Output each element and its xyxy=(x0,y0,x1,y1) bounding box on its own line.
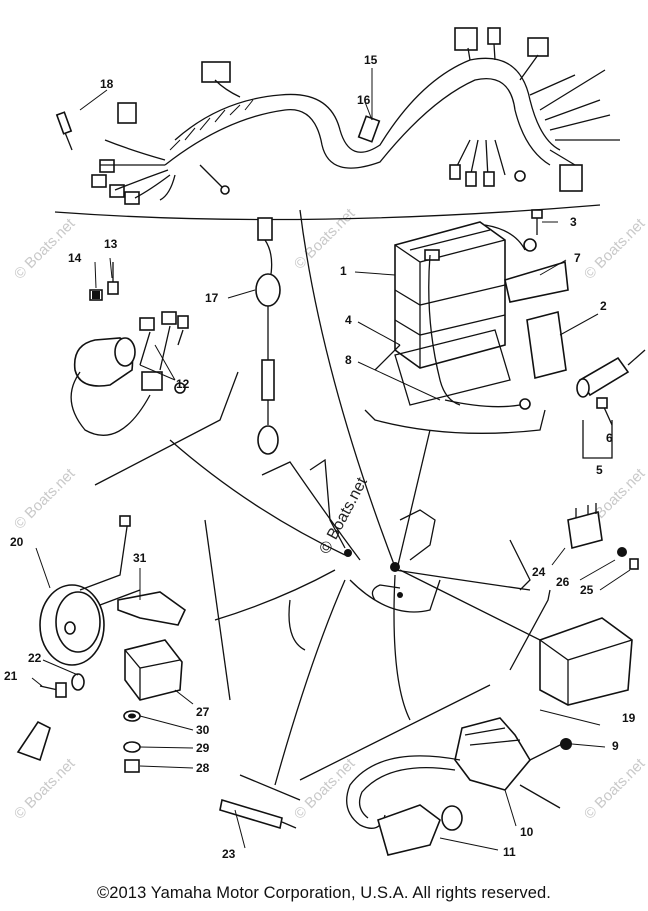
callout-22: 22 xyxy=(28,651,42,665)
callout-3: 3 xyxy=(570,215,577,229)
callout-10: 10 xyxy=(520,825,534,839)
callout-21: 21 xyxy=(4,669,18,683)
battery xyxy=(374,221,537,410)
callout-4: 4 xyxy=(345,313,352,327)
spark-plug-cap xyxy=(346,755,463,856)
watermark: © Boats.net xyxy=(581,755,648,823)
electrical-parts-diagram: © Boats.net © Boats.net © Boats.net © Bo… xyxy=(4,27,648,861)
callout-28: 28 xyxy=(196,761,210,775)
leader-lines xyxy=(94,209,551,801)
watermark: © Boats.net xyxy=(11,465,79,533)
noise-suppressor xyxy=(255,217,281,455)
horn-bracket xyxy=(117,591,187,626)
watermark: © Boats.net xyxy=(11,215,79,283)
callout-15: 15 xyxy=(364,53,378,67)
callout-26: 26 xyxy=(556,575,570,589)
callout-16: 16 xyxy=(357,93,371,107)
callout-7: 7 xyxy=(574,251,581,265)
fastener-stack xyxy=(123,710,141,773)
callout-13: 13 xyxy=(104,237,118,251)
bolt-21 xyxy=(39,682,67,698)
callout-18: 18 xyxy=(100,77,114,91)
nut-14 xyxy=(89,289,103,301)
callout-31: 31 xyxy=(133,551,147,565)
callout-11: 11 xyxy=(503,845,516,859)
bolt-3 xyxy=(531,209,543,235)
callout-8: 8 xyxy=(345,353,352,367)
callout-20: 20 xyxy=(10,535,24,549)
bolt-13 xyxy=(107,262,119,295)
starter-relay xyxy=(576,349,646,459)
washer-22 xyxy=(71,673,85,691)
callout-24: 24 xyxy=(532,565,546,579)
flasher-relay xyxy=(124,639,183,701)
wire-harness xyxy=(54,27,620,221)
bracket-lower-left xyxy=(16,720,51,762)
callout-14: 14 xyxy=(68,251,82,265)
main-switch xyxy=(70,311,189,436)
spark-plug-23 xyxy=(219,798,297,830)
cdi-unit xyxy=(539,617,633,706)
watermark: © Boats.net xyxy=(581,215,648,283)
ignition-coil xyxy=(454,717,572,809)
connector xyxy=(117,102,137,124)
horn xyxy=(39,515,141,666)
battery-band xyxy=(504,260,569,303)
callout-pointers xyxy=(31,68,631,851)
callout-6: 6 xyxy=(606,431,613,445)
rectifier-24 xyxy=(567,503,603,550)
callout-labels: 18 15 16 3 1 7 2 4 8 6 5 13 14 17 12 20 … xyxy=(4,53,636,861)
watermark: © Boats.net xyxy=(11,755,79,823)
callout-1: 1 xyxy=(340,264,347,278)
callout-17: 17 xyxy=(205,291,219,305)
fuse-holder xyxy=(357,115,381,143)
wire-lead-18 xyxy=(55,111,73,151)
callout-29: 29 xyxy=(196,741,210,755)
connector xyxy=(201,61,231,83)
battery-cover xyxy=(526,311,567,379)
callout-30: 30 xyxy=(196,723,210,737)
callout-5: 5 xyxy=(596,463,603,477)
fastener-25-26 xyxy=(617,547,639,570)
callout-23: 23 xyxy=(222,847,236,861)
copyright-notice: ©2013 Yamaha Motor Corporation, U.S.A. A… xyxy=(97,884,551,902)
callout-19: 19 xyxy=(622,711,636,725)
callout-9: 9 xyxy=(612,739,619,753)
callout-12: 12 xyxy=(176,377,190,391)
callout-2: 2 xyxy=(600,299,607,313)
callout-27: 27 xyxy=(196,705,210,719)
callout-25: 25 xyxy=(580,583,594,597)
